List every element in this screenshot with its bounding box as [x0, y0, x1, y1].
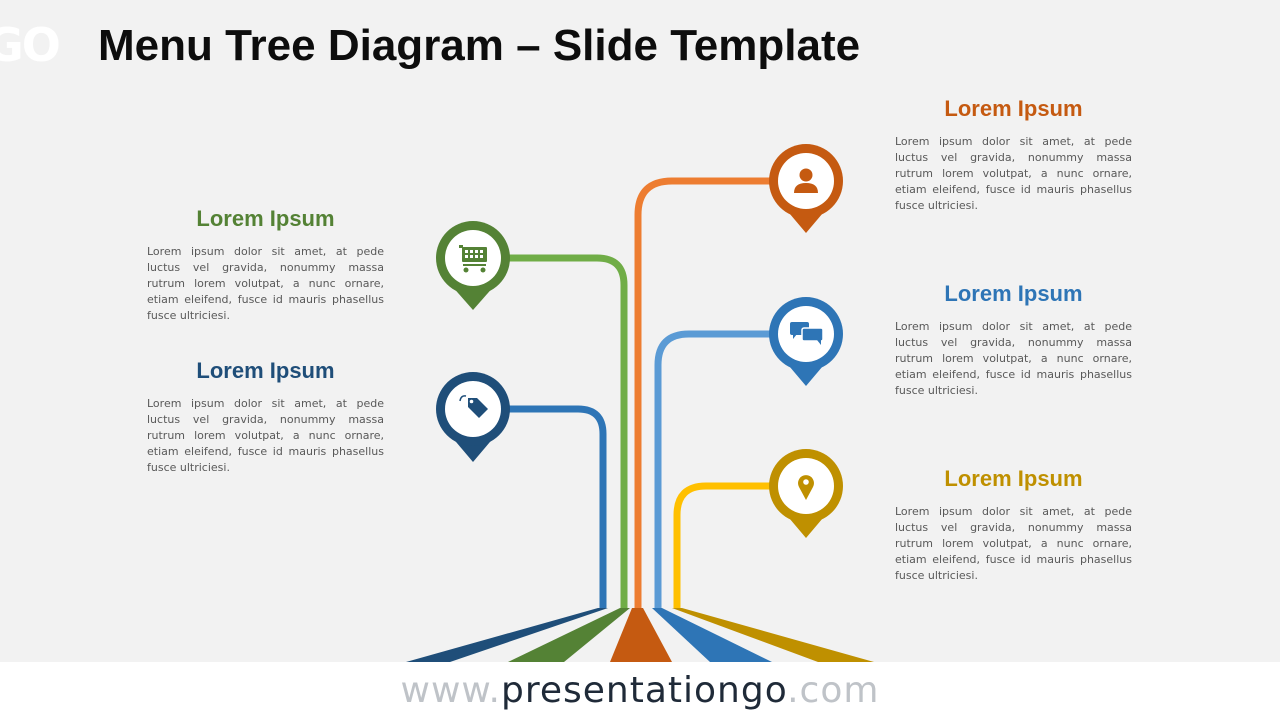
branch-shopping [500, 254, 628, 608]
block-body: Lorem ipsum dolor sit amet, at pede luct… [147, 245, 384, 323]
tree-root-fan [406, 608, 874, 662]
block-heading: Lorem Ipsum [196, 206, 335, 231]
text-block-chat: Lorem Ipsum Lorem ipsum dolor sit amet, … [895, 281, 1132, 399]
text-block-location: Lorem Ipsum Lorem ipsum dolor sit amet, … [895, 466, 1132, 584]
footer-url-main: presentationgo [501, 670, 788, 711]
logo-fragment: GO [0, 18, 61, 72]
user-icon [794, 168, 818, 193]
root-trunk-orange [610, 608, 672, 662]
block-body: Lorem ipsum dolor sit amet, at pede luct… [895, 135, 1132, 213]
footer: www.presentationgo.com [0, 662, 1280, 720]
pin-user [769, 144, 843, 233]
root-ray-navy [406, 608, 608, 662]
pin-location [769, 449, 843, 538]
pin-chat [769, 297, 843, 386]
pin-tag [436, 372, 510, 462]
block-body: Lorem ipsum dolor sit amet, at pede luct… [147, 397, 384, 475]
location-pin-icon [797, 475, 814, 500]
branch-user [634, 177, 776, 608]
text-block-tag: Lorem Ipsum Lorem ipsum dolor sit amet, … [147, 358, 384, 476]
pin-shopping [436, 221, 510, 310]
footer-url[interactable]: www.presentationgo.com [401, 670, 880, 711]
root-ray-blue [652, 608, 772, 662]
page-title: Menu Tree Diagram – Slide Template [98, 21, 861, 70]
root-ray-green [508, 608, 630, 662]
footer-url-prefix: www. [400, 670, 501, 711]
block-body: Lorem ipsum dolor sit amet, at pede luct… [895, 320, 1132, 398]
text-block-user: Lorem Ipsum Lorem ipsum dolor sit amet, … [895, 96, 1132, 214]
block-heading: Lorem Ipsum [944, 96, 1083, 121]
root-ray-gold [672, 608, 874, 662]
price-tag-icon [459, 395, 488, 418]
tree-branches [500, 177, 776, 608]
shopping-cart-icon [459, 245, 487, 273]
branch-chat [654, 330, 776, 608]
block-body: Lorem ipsum dolor sit amet, at pede luct… [895, 505, 1132, 583]
text-block-shopping: Lorem Ipsum Lorem ipsum dolor sit amet, … [147, 206, 384, 324]
block-heading: Lorem Ipsum [944, 281, 1083, 306]
branch-location [673, 482, 776, 608]
branch-tag [500, 405, 607, 608]
block-heading: Lorem Ipsum [196, 358, 335, 383]
block-heading: Lorem Ipsum [944, 466, 1083, 491]
footer-url-suffix: .com [787, 670, 880, 711]
chat-bubbles-icon [790, 322, 824, 345]
